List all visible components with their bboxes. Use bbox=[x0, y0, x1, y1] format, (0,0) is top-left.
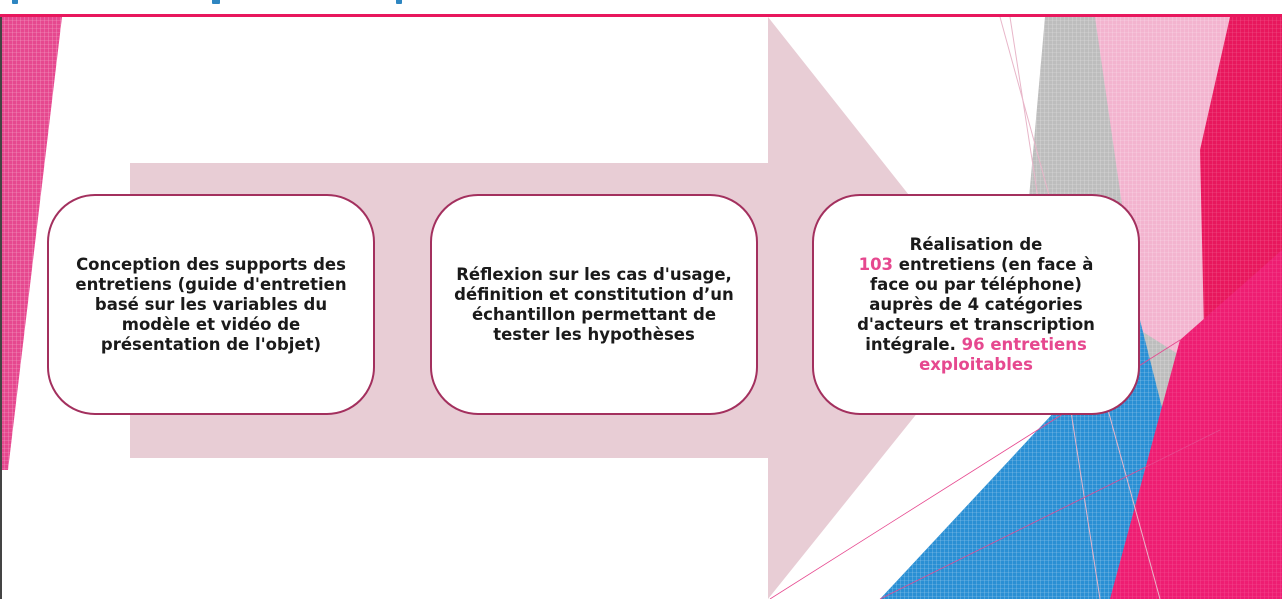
step-1-text: Conception des supports des entretiens (… bbox=[75, 254, 347, 354]
step-3-line1: Réalisation de bbox=[909, 234, 1043, 254]
step-box-2: Réflexion sur les cas d'usage, définitio… bbox=[430, 194, 758, 415]
step-box-3: Réalisation de 103 entretiens (en face à… bbox=[812, 194, 1140, 415]
top-bar bbox=[0, 0, 1282, 17]
title-fragment bbox=[12, 0, 412, 10]
step-2-text: Réflexion sur les cas d'usage, définitio… bbox=[454, 264, 734, 344]
step-box-1: Conception des supports des entretiens (… bbox=[47, 194, 375, 415]
left-border bbox=[0, 17, 2, 599]
step-3-line2: entretiens (en face à face ou par téléph… bbox=[857, 254, 1095, 354]
step-3-count-highlight: 103 bbox=[858, 254, 894, 274]
step-3-final-highlight: 96 entretiens exploitables bbox=[919, 334, 1087, 374]
step-3-text: Réalisation de 103 entretiens (en face à… bbox=[838, 235, 1114, 375]
